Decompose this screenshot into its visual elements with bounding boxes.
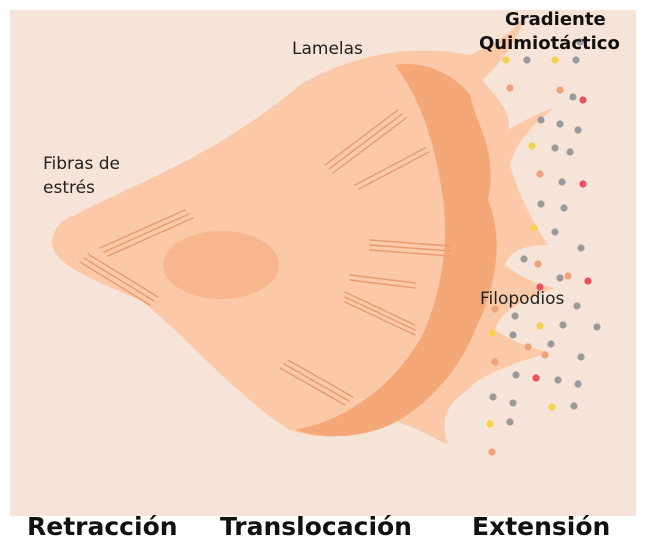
- chemotactic-particle: [509, 399, 517, 407]
- label-lamelas: Lamelas: [292, 39, 363, 59]
- chemotactic-particle: [559, 321, 567, 329]
- chemotactic-particle: [491, 358, 499, 366]
- stress-fibers: [79, 109, 451, 406]
- chemotactic-particle: [569, 93, 577, 101]
- chemotactic-particles: [486, 38, 601, 456]
- chemotactic-particle: [573, 302, 581, 310]
- chemotactic-particle: [560, 204, 568, 212]
- chemotactic-particle: [506, 84, 514, 92]
- fiber-bundle-3: [324, 109, 407, 174]
- chemotactic-particle: [512, 371, 520, 379]
- chemotactic-particle: [551, 56, 559, 64]
- stage-translocacion: Translocación: [220, 512, 412, 541]
- chemotactic-particle: [577, 244, 585, 252]
- chemotactic-particle: [579, 180, 587, 188]
- chemotactic-particle: [488, 329, 496, 337]
- chemotactic-particle: [556, 86, 564, 94]
- chemotactic-particle: [572, 56, 580, 64]
- nucleus: [163, 231, 279, 299]
- chemotactic-particle: [511, 312, 519, 320]
- chemotactic-particle: [537, 116, 545, 124]
- chemotactic-particle: [547, 340, 555, 348]
- chemotactic-particle: [489, 393, 497, 401]
- label-filopodios: Filopodios: [480, 289, 565, 309]
- chemotactic-particle: [577, 353, 585, 361]
- chemotactic-particle: [486, 420, 494, 428]
- chemotactic-particle: [534, 260, 542, 268]
- chemotactic-particle: [564, 272, 572, 280]
- chemotactic-particle: [556, 274, 564, 282]
- fiber-bundle-7: [344, 291, 416, 336]
- chemotactic-particle: [491, 305, 499, 313]
- chemotactic-particle: [530, 224, 538, 232]
- chemotactic-particle: [509, 331, 517, 339]
- chemotactic-particle: [556, 120, 564, 128]
- chemotactic-particle: [554, 376, 562, 384]
- fiber-bundle-5: [369, 239, 451, 257]
- label-gradiente-line1: Gradiente: [505, 9, 606, 30]
- chemotactic-particle: [566, 148, 574, 156]
- chemotactic-particle: [520, 255, 528, 263]
- fiber-bundle-6: [349, 274, 416, 289]
- chemotactic-particle: [558, 178, 566, 186]
- chemotactic-particle: [579, 96, 587, 104]
- label-fibras-line1: Fibras de: [43, 154, 120, 174]
- chemotactic-particle: [488, 448, 496, 456]
- label-fibras-line2: estrés: [43, 178, 95, 198]
- fiber-bundle-1: [99, 209, 194, 257]
- chemotactic-particle: [537, 200, 545, 208]
- stage-retraccion: Retracción: [27, 512, 178, 541]
- fiber-bundle-8: [279, 359, 354, 406]
- chemotactic-particle: [574, 126, 582, 134]
- chemotactic-particle: [548, 403, 556, 411]
- chemotactic-particle: [528, 142, 536, 150]
- chemotactic-particle: [502, 56, 510, 64]
- chemotactic-particle: [536, 170, 544, 178]
- chemotactic-particle: [536, 322, 544, 330]
- chemotactic-particle: [584, 277, 592, 285]
- chemotactic-particle: [524, 343, 532, 351]
- label-gradiente-line2: Quimiotáctico: [479, 33, 620, 54]
- chemotactic-particle: [551, 228, 559, 236]
- chemotactic-particle: [523, 56, 531, 64]
- lamellipodium-band: [295, 64, 497, 437]
- fiber-bundle-2: [79, 253, 159, 306]
- chemotactic-particle: [570, 402, 578, 410]
- chemotactic-particle: [506, 418, 514, 426]
- chemotactic-particle: [593, 323, 601, 331]
- chemotactic-particle: [541, 351, 549, 359]
- fiber-bundle-4: [354, 147, 430, 190]
- chemotactic-particle: [574, 380, 582, 388]
- stage-extension: Extensión: [472, 512, 611, 541]
- chemotactic-particle: [536, 283, 544, 291]
- chemotactic-particle: [532, 374, 540, 382]
- chemotactic-particle: [551, 144, 559, 152]
- chemotactic-particle: [576, 38, 584, 46]
